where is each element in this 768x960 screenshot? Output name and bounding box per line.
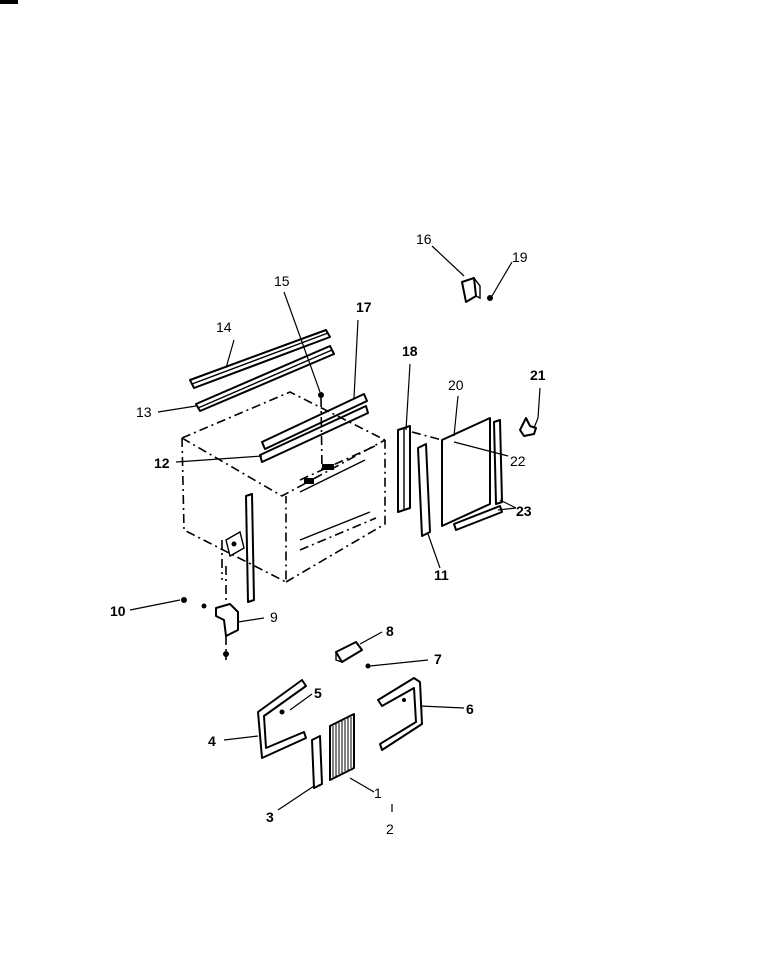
callout-23: 23 [516,503,532,519]
callout-7: 7 [434,651,442,667]
callout-19: 19 [512,249,528,265]
part-11-side-strip [417,443,431,537]
corner-mark [0,0,18,4]
side-channel-left [225,493,255,603]
cabinet-clip [322,464,334,470]
callout-3: 3 [266,809,274,825]
part-10-washer [201,603,207,609]
callout-10: 10 [110,603,126,619]
part-4-frame [257,679,307,759]
callout-14: 14 [216,319,232,335]
callout-20: 20 [448,377,464,393]
callout-17: 17 [356,299,372,315]
part-8-wedge [335,641,363,663]
part-5-screw [279,709,285,715]
callout-16: 16 [416,231,432,247]
part-20-side-panel [411,417,491,527]
part-21-clip [519,417,537,437]
part-23-angle-strips [453,419,503,531]
callout-9: 9 [270,609,278,625]
part-15-screw [318,392,324,398]
callout-4: 4 [208,733,216,749]
part-19-screw [487,295,493,301]
cabinet-outline [181,391,386,584]
part-16-bracket [461,277,481,303]
part-9-bracket [215,566,239,660]
cabinet-clip-2 [304,478,314,484]
part-17-rail [261,393,368,450]
part-13-lower-rail [195,345,335,412]
callout-18: 18 [402,343,418,359]
callout-21: 21 [530,367,546,383]
callout-13: 13 [136,404,152,420]
callout-8: 8 [386,623,394,639]
callout-5: 5 [314,685,322,701]
part-10-screw [181,597,187,603]
callout-1: 1 [374,785,382,801]
callout-15: 15 [274,273,290,289]
callout-labels: 14 13 15 17 12 18 16 19 20 21 22 23 11 1… [110,231,546,837]
leader-lines [129,245,541,812]
part-12-rail [259,405,369,463]
callout-12: 12 [154,455,170,471]
part-1-grille [329,713,355,781]
part-7-screw [365,663,371,669]
callout-6: 6 [466,701,474,717]
part-6-frame [377,677,423,751]
callout-22: 22 [510,453,526,469]
callout-2: 2 [386,821,394,837]
part-14-top-rail [189,329,331,389]
part-18-side-strip [397,425,411,513]
callout-11: 11 [434,567,449,583]
part-3-side-strip [311,735,323,789]
